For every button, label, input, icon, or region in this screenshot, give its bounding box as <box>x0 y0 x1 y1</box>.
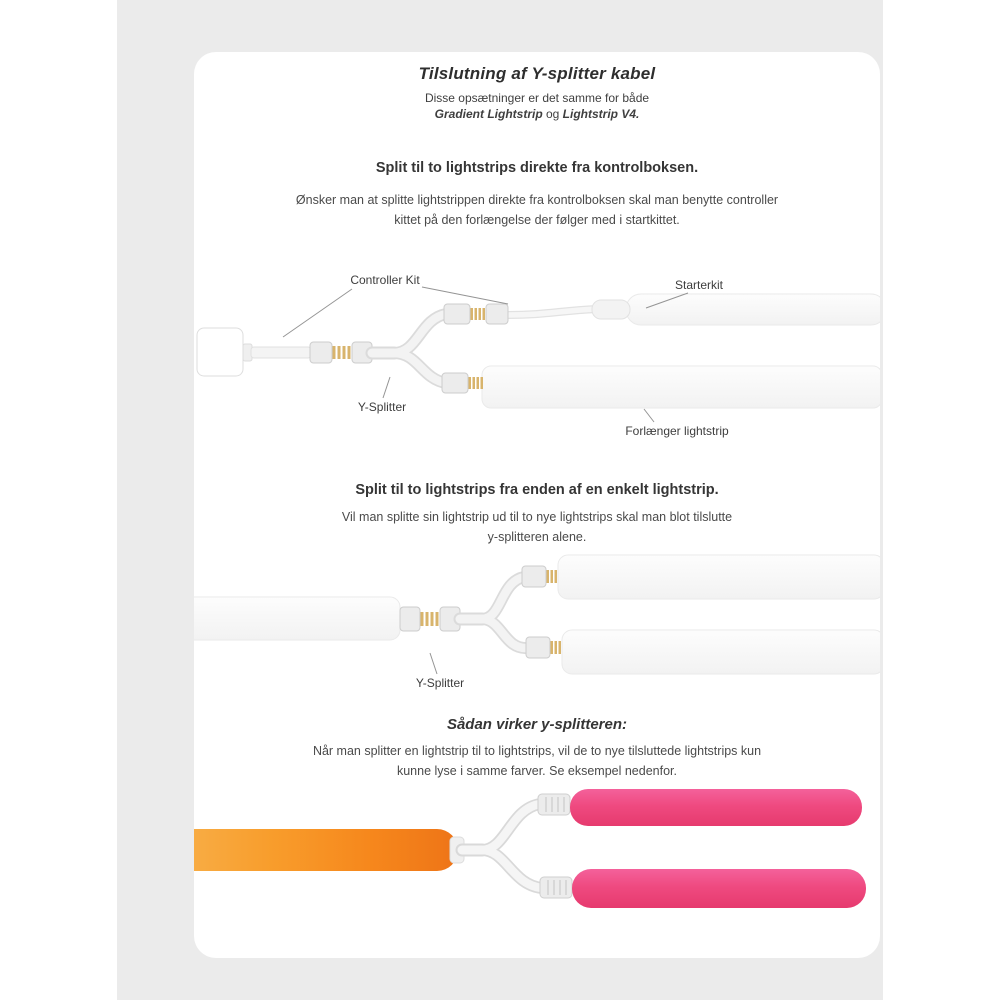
y-splitter-label: Y-Splitter <box>357 400 407 414</box>
leader-lines <box>282 286 689 423</box>
page-title: Tilslutning af Y-splitter kabel <box>418 64 656 83</box>
section-controlbox-heading: Split til to lightstrips direkte fra kon… <box>375 160 699 176</box>
y-splitter-label-2: Y-Splitter <box>415 676 465 690</box>
section-how-it-works-body-line1: Når man splitter en lightstrip til to li… <box>312 744 762 758</box>
connector-pair <box>441 372 483 394</box>
extension-lightstrip-label: Forlænger lightstrip <box>625 424 729 438</box>
section-controlbox-body-line1: Ønsker man at splitte lightstrippen dire… <box>295 193 779 207</box>
section-how-it-works-heading: Sådan virker y-splitteren: <box>446 716 628 733</box>
connector-pair <box>309 341 373 364</box>
pink-lightstrip-bottom <box>572 869 866 908</box>
starterkit-label: Starterkit <box>674 278 724 292</box>
page-subtitle-line2: Gradient Lightstrip og Lightstrip V4. <box>194 107 880 121</box>
subtitle-connector-word: og <box>542 107 563 121</box>
connector-pair <box>521 565 557 588</box>
new-lightstrip-bottom <box>561 629 880 675</box>
page-subtitle-line1: Disse opsætninger er det samme for både <box>424 91 650 105</box>
section-controlbox-body-line2: kittet på den forlængelse der følger med… <box>394 212 680 227</box>
connector-pair <box>525 636 561 659</box>
section-how-it-works-body-line2: kunne lyse i samme farver. Se eksempel n… <box>396 763 677 778</box>
section-controlbox-body: Ønsker man at splitte lightstrippen dire… <box>194 191 880 230</box>
section-how-it-works-body: Når man splitter en lightstrip til to li… <box>194 742 880 781</box>
section-single-strip-body-line1: Vil man splitte sin lightstrip ud til to… <box>341 510 733 524</box>
source-lightstrip <box>194 596 401 641</box>
controller-box <box>196 327 253 377</box>
leader-lines <box>429 652 438 675</box>
y-splitter-cable <box>365 308 452 389</box>
product-name-v4: Lightstrip V4. <box>562 107 640 121</box>
orange-lightstrip <box>194 829 458 871</box>
connector-pair <box>399 606 461 632</box>
starterkit-lightstrip <box>504 293 880 326</box>
connector-pair <box>539 876 573 899</box>
diagram-split-from-controlbox <box>196 286 880 423</box>
connector-pair <box>443 303 509 325</box>
ribbon-cable <box>250 346 312 359</box>
instruction-card: Tilslutning af Y-splitter kabel Disse op… <box>194 52 880 958</box>
section-single-strip-body-line2: y-splitteren alene. <box>487 529 587 544</box>
section-single-strip-body: Vil man splitte sin lightstrip ud til to… <box>194 508 880 547</box>
controller-kit-label: Controller Kit <box>350 273 420 287</box>
section-single-strip-heading: Split til to lightstrips fra enden af en… <box>355 482 719 498</box>
extension-lightstrip <box>481 365 880 409</box>
diagram-color-example <box>194 789 866 908</box>
pink-lightstrip-top <box>570 789 862 826</box>
y-splitter-cable <box>453 571 534 654</box>
product-name-gradient: Gradient Lightstrip <box>434 107 543 121</box>
y-splitter-cable <box>449 798 548 894</box>
new-lightstrip-top <box>557 554 880 600</box>
diagram-split-from-strip-end <box>194 554 880 675</box>
connector-pair <box>537 793 571 816</box>
